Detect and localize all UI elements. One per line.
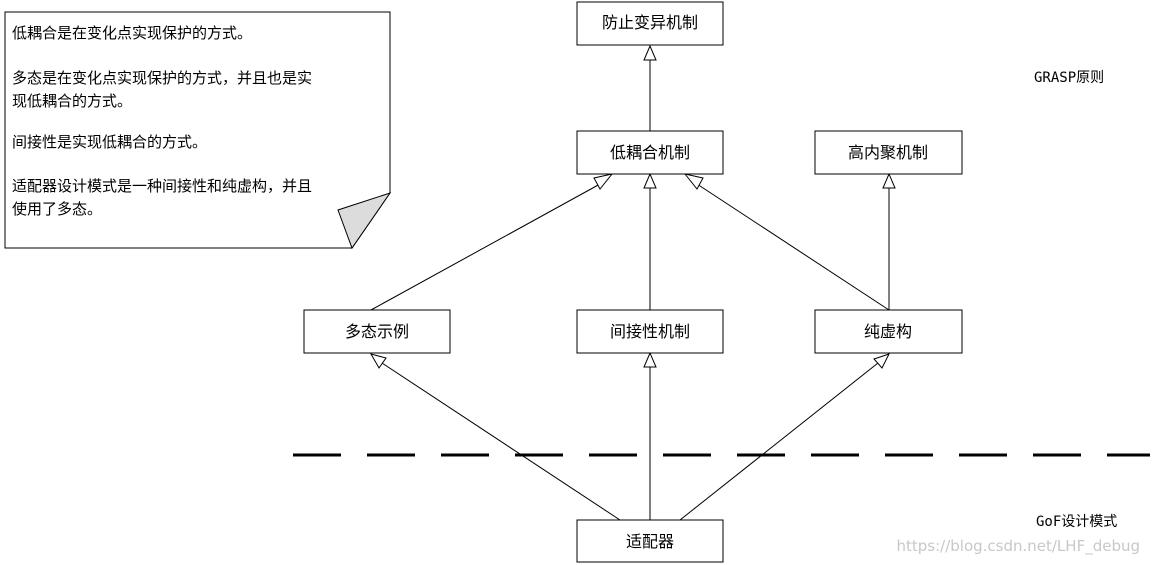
node-box	[576, 519, 724, 563]
note-line: 多态是在变化点实现保护的方式，并且也是实	[12, 69, 312, 87]
note-line: 低耦合是在变化点实现保护的方式。	[12, 24, 252, 42]
edge-polymorphism-to-low-coupling	[370, 183, 601, 311]
generalization-arrowhead	[873, 353, 890, 369]
node-box	[576, 1, 724, 46]
node-pure-fabrication: 纯虚构	[814, 309, 963, 354]
node-label: 多态示例	[345, 322, 409, 341]
node-label: 纯虚构	[864, 322, 912, 341]
node-label: 防止变异机制	[602, 13, 698, 32]
note-fold-corner	[337, 192, 392, 250]
edge-adapter-to-polymorphism	[381, 362, 621, 521]
note-line: 间接性是实现低耦合的方式。	[12, 133, 207, 151]
node-high-cohesion: 高内聚机制	[814, 130, 963, 175]
generalization-arrowhead	[683, 173, 704, 190]
note-line: 适配器设计模式是一种间接性和纯虚构，并且	[12, 177, 312, 195]
edge-pure-fabrication-to-low-coupling	[696, 183, 890, 311]
node-box	[814, 309, 963, 354]
watermark: https://blog.csdn.net/LHF_debug	[896, 537, 1140, 556]
generalization-arrowhead	[643, 44, 657, 61]
node-adapter: 适配器	[576, 519, 724, 563]
generalization-arrowhead	[369, 353, 387, 369]
edge-adapter-to-pure-fabrication	[679, 362, 879, 521]
node-box	[303, 309, 451, 354]
gof-label: GoF设计模式	[1036, 514, 1117, 530]
node-box	[814, 130, 963, 175]
edges	[369, 44, 896, 521]
note-line: 现低耦合的方式。	[12, 92, 132, 110]
generalization-arrowhead	[882, 172, 896, 189]
grasp-label: GRASP原则	[1034, 70, 1104, 86]
node-box	[576, 130, 724, 175]
node-box	[576, 309, 724, 354]
generalization-arrowhead	[593, 173, 614, 190]
note: 低耦合是在变化点实现保护的方式。 多态是在变化点实现保护的方式，并且也是实 现低…	[4, 11, 392, 250]
generalization-arrowhead	[643, 351, 657, 368]
node-protected-variations: 防止变异机制	[576, 1, 724, 46]
node-low-coupling: 低耦合机制	[576, 130, 724, 175]
node-label: 高内聚机制	[848, 143, 928, 162]
node-polymorphism: 多态示例	[303, 309, 451, 354]
node-label: 适配器	[626, 532, 674, 551]
node-label: 低耦合机制	[610, 143, 690, 162]
note-line: 使用了多态。	[12, 200, 102, 218]
node-label: 间接性机制	[610, 322, 690, 341]
node-indirection: 间接性机制	[576, 309, 724, 354]
generalization-arrowhead	[643, 172, 657, 189]
